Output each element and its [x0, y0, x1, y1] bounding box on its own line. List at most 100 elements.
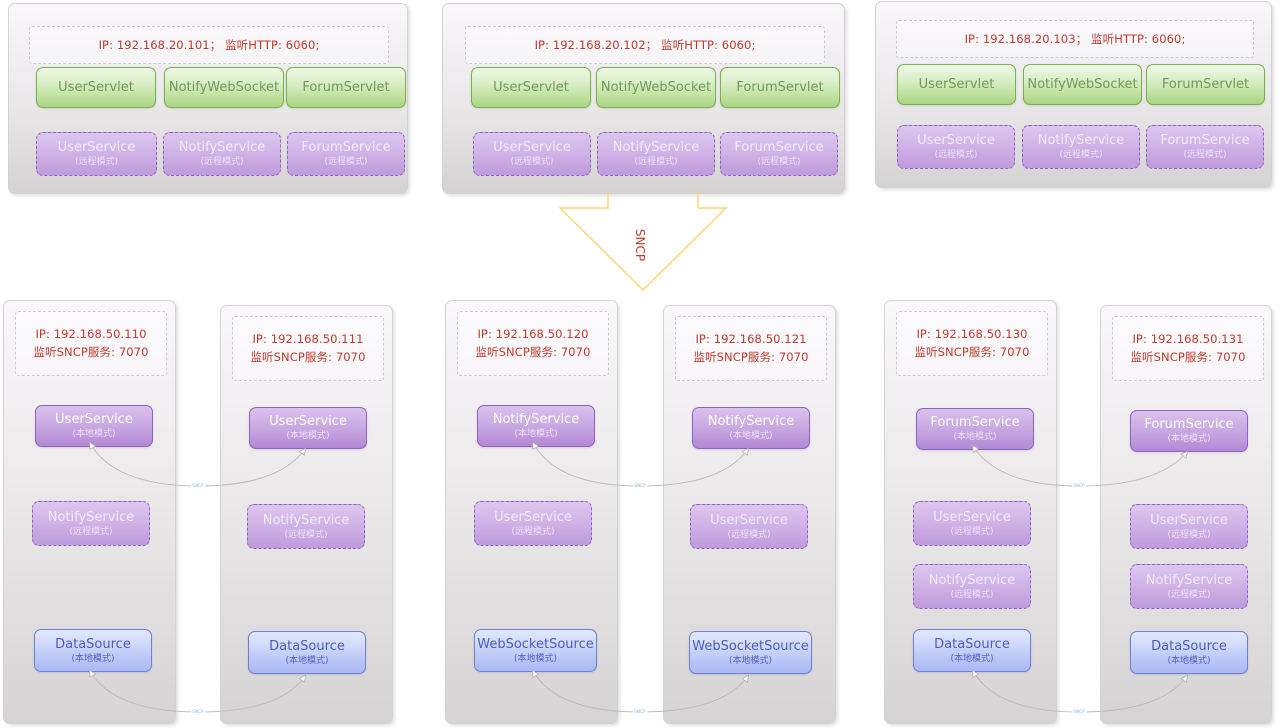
service-mode: (远程模式)	[1183, 150, 1227, 160]
node-port-text: 监听SNCP服务: 7070	[693, 350, 809, 364]
datasource-box[interactable]: DataSource (本地模式)	[248, 631, 366, 674]
servlet-box[interactable]: ForumServlet	[286, 67, 406, 108]
service-name: NotifyService	[928, 572, 1016, 588]
service-node-panel-1[interactable]: IP: 192.168.50.110 监听SNCP服务: 7070 UserSe…	[3, 300, 176, 724]
service-mode: (本地模式)	[514, 429, 558, 439]
node-ip-header: IP: 192.168.50.110 监听SNCP服务: 7070	[15, 311, 167, 376]
service-mode: (本地模式)	[729, 431, 773, 441]
service-node-panel-4[interactable]: IP: 192.168.50.121 监听SNCP服务: 7070 Notify…	[663, 305, 836, 724]
service-box[interactable]: UserService (远程模式)	[1130, 504, 1248, 549]
peer-link-label: SNCP	[1072, 483, 1086, 489]
servlet-name: UserServlet	[58, 80, 134, 95]
service-mode: (远程模式)	[950, 526, 994, 537]
service-name: NotifyService	[262, 512, 350, 528]
servlet-box[interactable]: ForumServlet	[720, 67, 840, 108]
service-box[interactable]: UserService (本地模式)	[249, 407, 367, 449]
peer-link-label: SNCP	[633, 483, 647, 489]
service-box[interactable]: NotifyService (本地模式)	[477, 405, 595, 447]
service-box[interactable]: ForumService (远程模式)	[287, 132, 405, 176]
peer-link-label: SNCP	[191, 709, 205, 715]
service-box[interactable]: ForumService (远程模式)	[720, 132, 838, 176]
web-node-panel-1[interactable]: IP: 192.168.20.101； 监听HTTP: 6060; UserSe…	[8, 3, 408, 194]
service-box[interactable]: ForumService (本地模式)	[1130, 410, 1248, 452]
service-name: UserService	[494, 509, 572, 525]
node-ip-header: IP: 192.168.20.102； 监听HTTP: 6060;	[465, 26, 825, 64]
service-node-panel-2[interactable]: IP: 192.168.50.111 监听SNCP服务: 7070 UserSe…	[220, 305, 393, 724]
datasource-box[interactable]: DataSource (本地模式)	[1130, 631, 1248, 674]
node-ip-text: IP: 192.168.20.101； 监听HTTP: 6060;	[98, 37, 320, 52]
service-name: UserService	[57, 140, 136, 155]
node-port-text: 监听SNCP服务: 7070	[475, 345, 591, 359]
datasource-name: DataSource	[55, 636, 131, 652]
datasource-box[interactable]: DataSource (本地模式)	[913, 629, 1031, 672]
node-ip-text: IP: 192.168.50.121	[695, 332, 807, 346]
service-box[interactable]: NotifyService (远程模式)	[913, 564, 1031, 609]
datasource-name: DataSource	[269, 638, 345, 654]
service-name: UserService	[493, 140, 571, 155]
service-name: ForumService	[301, 140, 391, 155]
node-ip-header: IP: 192.168.50.131 监听SNCP服务: 7070	[1112, 316, 1264, 381]
node-ip-text: IP: 192.168.50.110	[35, 327, 147, 341]
service-name: ForumService	[1160, 133, 1250, 148]
service-name: ForumService	[734, 140, 824, 155]
service-box[interactable]: NotifyService (远程模式)	[1022, 125, 1140, 169]
datasource-mode: (本地模式)	[950, 653, 994, 664]
service-mode: (远程模式)	[634, 157, 678, 167]
peer-link-label: SNCP	[1072, 709, 1086, 715]
service-box[interactable]: NotifyService (远程模式)	[597, 132, 715, 176]
web-node-panel-2[interactable]: IP: 192.168.20.102； 监听HTTP: 6060; UserSe…	[442, 3, 845, 194]
servlet-name: NotifyWebSocket	[168, 80, 280, 95]
service-box[interactable]: ForumService (远程模式)	[1146, 125, 1264, 169]
datasource-box[interactable]: WebSocketSource (本地模式)	[689, 631, 812, 674]
node-ip-header: IP: 192.168.50.130 监听SNCP服务: 7070	[896, 311, 1048, 376]
service-box[interactable]: NotifyService (本地模式)	[692, 407, 810, 449]
service-box[interactable]: NotifyService (远程模式)	[163, 132, 281, 176]
datasource-box[interactable]: DataSource (本地模式)	[34, 629, 152, 672]
servlet-box[interactable]: NotifyWebSocket	[596, 67, 716, 108]
service-name: NotifyService	[492, 412, 580, 427]
servlet-box[interactable]: NotifyWebSocket	[164, 67, 284, 108]
service-name: UserService	[55, 412, 133, 427]
node-port-text: 监听SNCP服务: 7070	[1130, 350, 1246, 364]
node-ip-text: IP: 192.168.20.103； 监听HTTP: 6060;	[964, 31, 1186, 46]
servlet-name: NotifyWebSocket	[1027, 77, 1138, 92]
service-name: NotifyService	[47, 509, 135, 525]
datasource-box[interactable]: WebSocketSource (本地模式)	[474, 629, 597, 672]
servlet-name: NotifyWebSocket	[600, 80, 712, 95]
service-mode: (远程模式)	[1167, 529, 1211, 540]
datasource-name: WebSocketSource	[477, 636, 594, 652]
service-box[interactable]: NotifyService (远程模式)	[1130, 564, 1248, 609]
web-node-panel-3[interactable]: IP: 192.168.20.103； 监听HTTP: 6060; UserSe…	[875, 1, 1272, 188]
node-ip-header: IP: 192.168.50.111 监听SNCP服务: 7070	[232, 316, 384, 381]
service-box[interactable]: NotifyService (远程模式)	[247, 504, 365, 549]
service-box[interactable]: NotifyService (远程模式)	[32, 501, 150, 546]
service-mode: (本地模式)	[72, 429, 116, 439]
service-box[interactable]: UserService (远程模式)	[36, 132, 157, 176]
servlet-name: UserServlet	[918, 77, 995, 92]
servlet-box[interactable]: UserServlet	[36, 67, 156, 108]
service-node-panel-3[interactable]: IP: 192.168.50.120 监听SNCP服务: 7070 Notify…	[445, 300, 618, 724]
datasource-name: DataSource	[934, 636, 1010, 652]
servlet-name: UserServlet	[493, 80, 569, 95]
service-node-panel-5[interactable]: IP: 192.168.50.130 监听SNCP服务: 7070 ForumS…	[884, 300, 1057, 724]
servlet-box[interactable]: NotifyWebSocket	[1023, 64, 1142, 105]
service-box[interactable]: UserService (本地模式)	[35, 405, 153, 447]
service-mode: (远程模式)	[200, 157, 244, 167]
servlet-box[interactable]: UserServlet	[897, 64, 1016, 105]
datasource-mode: (本地模式)	[513, 653, 558, 664]
servlet-name: ForumServlet	[1161, 77, 1250, 92]
service-box[interactable]: UserService (远程模式)	[690, 504, 808, 549]
service-box[interactable]: ForumService (本地模式)	[916, 408, 1034, 450]
service-box[interactable]: UserService (远程模式)	[913, 501, 1031, 546]
service-name: UserService	[917, 133, 995, 148]
servlet-box[interactable]: ForumServlet	[1146, 64, 1265, 105]
node-ip-text: IP: 192.168.50.111	[252, 332, 364, 346]
servlet-box[interactable]: UserServlet	[471, 67, 591, 108]
service-mode: (本地模式)	[286, 431, 330, 441]
service-box[interactable]: UserService (远程模式)	[474, 501, 592, 546]
service-box[interactable]: UserService (远程模式)	[897, 125, 1015, 169]
service-box[interactable]: UserService (远程模式)	[473, 132, 591, 176]
datasource-name: DataSource	[1151, 638, 1227, 654]
service-node-panel-6[interactable]: IP: 192.168.50.131 监听SNCP服务: 7070 ForumS…	[1100, 305, 1272, 724]
service-mode: (远程模式)	[757, 157, 801, 167]
